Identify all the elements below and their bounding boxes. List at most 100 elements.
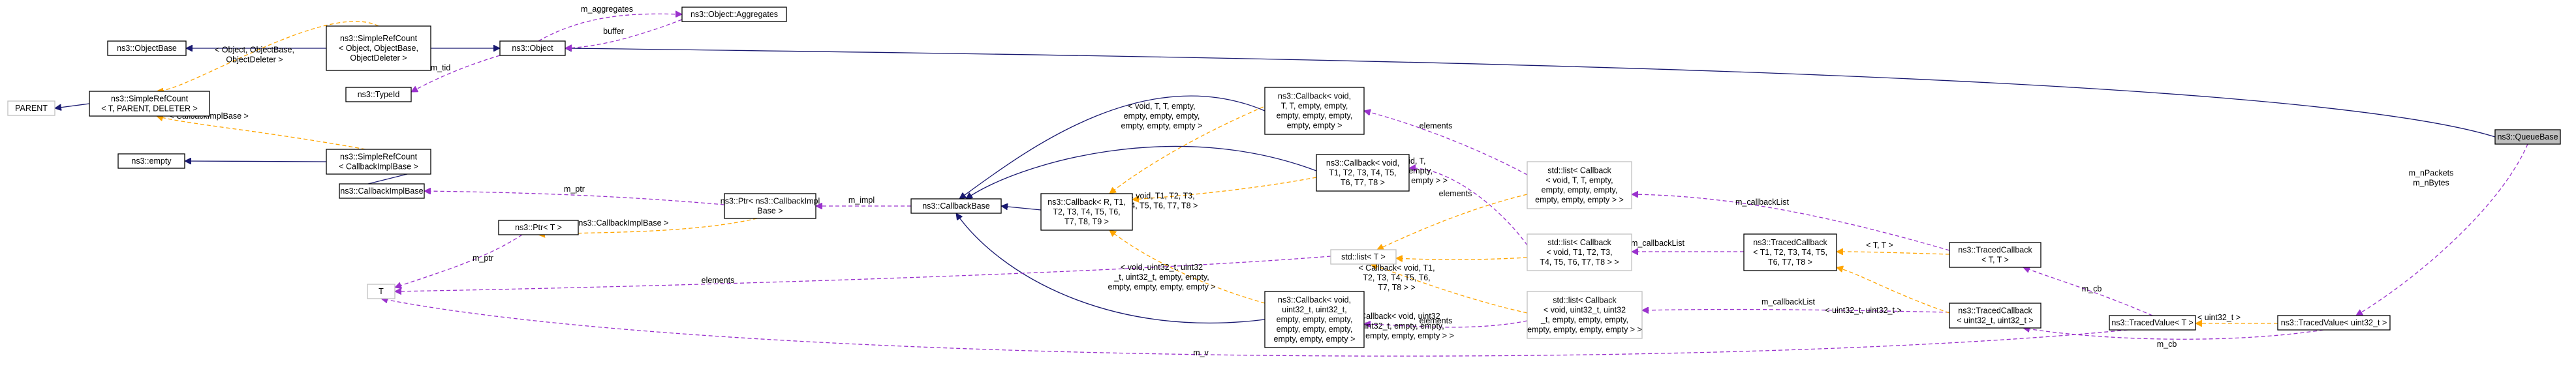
class-node-box <box>499 40 566 56</box>
edge-label-line: < Callback< void, T1, <box>1358 263 1435 273</box>
class-node-list-cb-t1[interactable]: std::list< Callback< void, T1, T2, T3,T4… <box>1527 233 1632 271</box>
template-edge-35 <box>1371 264 1528 314</box>
edge-label-line: buffer <box>603 27 624 36</box>
class-node-label-line: T6, T7, T8 > <box>1341 178 1385 187</box>
class-node-box <box>326 149 431 175</box>
class-node-box <box>1527 233 1632 271</box>
class-node-label-line: ns3::Ptr< ns3::CallbackImpl <box>721 197 820 206</box>
class-node-objectbase[interactable]: ns3::ObjectBase <box>107 40 187 56</box>
edge-label-tcb-t-args: < T, T > <box>1866 241 1893 250</box>
class-node-label: ns3::Object::Aggregates <box>691 10 778 19</box>
class-node-label: ns3::TracedCallback< T1, T2, T3, T4, T5,… <box>1753 238 1827 267</box>
class-node-srcount-t[interactable]: ns3::SimpleRefCount< T, PARENT, DELETER … <box>89 91 210 117</box>
class-node-label: ns3::TracedValue< uint32_t > <box>2281 318 2387 327</box>
class-node-label-line: empty, empty, empty, <box>1277 111 1353 121</box>
class-node-box <box>1527 291 1643 339</box>
class-node-label: std::list< T > <box>1341 252 1386 261</box>
class-node-list-cb-t[interactable]: std::list< Callback< void, T, T, empty,e… <box>1527 161 1632 209</box>
class-node-box <box>1743 233 1837 271</box>
usage-edge-25 <box>381 299 2128 357</box>
class-node-box <box>1264 87 1365 135</box>
edge-label-m-cb-1: m_cb <box>2082 284 2102 293</box>
edge-label-line: m_aggregates <box>581 5 633 14</box>
class-node-tv-u32[interactable]: ns3::TracedValue< uint32_t > <box>2277 315 2391 331</box>
class-node-typeid[interactable]: ns3::TypeId <box>345 87 412 102</box>
class-node-label-line: < uint32_t, uint32_t > <box>1957 316 2033 325</box>
edge-label-line: < Callback< void, uint32 <box>1353 312 1440 321</box>
class-node-label-line: std::list< Callback <box>1547 238 1611 247</box>
class-node-srcount-obj[interactable]: ns3::SimpleRefCount< Object, ObjectBase,… <box>326 25 431 71</box>
edge-label-line: < void, T1, T2, T3, <box>1128 192 1194 201</box>
class-node-cb-generic[interactable]: ns3::Callback< R, T1,T2, T3, T4, T5, T6,… <box>1040 193 1133 231</box>
class-node-srcount-cb[interactable]: ns3::SimpleRefCount< CallbackImplBase > <box>326 149 431 175</box>
usage-edge-24 <box>2023 328 2324 340</box>
class-node-label-line: empty, empty, empty, <box>1277 315 1353 324</box>
edge-label-m-aggregates: m_aggregates <box>581 5 633 14</box>
class-node-label: ns3::Callback< void,T1, T2, T3, T4, T5,T… <box>1326 158 1399 187</box>
class-node-label-line: ns3::TracedCallback <box>1753 238 1827 247</box>
edges <box>55 14 2528 357</box>
class-node-label: ns3::SimpleRefCount< T, PARENT, DELETER … <box>101 95 198 113</box>
edge-label-cb-uint32-args: < void, uint32_t, uint32_t, uint32_t, em… <box>1108 263 1216 291</box>
class-node-cb-void-t1[interactable]: ns3::Callback< void,T1, T2, T3, T4, T5,T… <box>1316 154 1410 192</box>
class-node-label-line: ns3::Callback< void, <box>1278 92 1351 101</box>
edge-label-line: < ns3::CallbackImplBase > <box>572 218 669 228</box>
template-edge-36 <box>1837 252 1950 254</box>
template-edge-28 <box>157 116 366 150</box>
template-edge-32 <box>1110 230 1265 304</box>
class-node-box <box>1040 193 1133 231</box>
class-node-tcb-u32[interactable]: ns3::TracedCallback< uint32_t, uint32_t … <box>1949 303 2041 329</box>
class-node-label-line: ns3::TypeId <box>358 90 400 99</box>
class-node-label: ns3::Object <box>512 44 553 53</box>
class-node-ptr-t[interactable]: ns3::Ptr< T > <box>498 220 579 235</box>
class-node-label-line: T4, T5, T6, T7, T8 > > <box>1540 258 1619 267</box>
edge-label-line: m_nBytes <box>2413 179 2449 188</box>
edge-label-elements-2: elements <box>1439 189 1472 198</box>
class-node-label: ns3::SimpleRefCount< CallbackImplBase > <box>339 153 418 171</box>
usage-edge-12 <box>411 55 501 93</box>
class-node-tcb-t[interactable]: ns3::TracedCallback< T, T > <box>1949 242 2041 268</box>
edge-label-m-cb-2: m_cb <box>2157 340 2177 349</box>
class-node-queuebase[interactable]: ns3::QueueBase <box>2494 129 2561 145</box>
class-node-tv-t[interactable]: ns3::TracedValue< T > <box>2109 315 2196 331</box>
class-node-tcb-t1[interactable]: ns3::TracedCallback< T1, T2, T3, T4, T5,… <box>1743 233 1837 271</box>
class-node-cb-uint32[interactable]: ns3::Callback< void,uint32_t, uint32_t,e… <box>1264 291 1365 348</box>
class-node-list-cb-u32[interactable]: std::list< Callback< void, uint32_t, uin… <box>1527 291 1643 339</box>
class-node-label-line: ns3::empty <box>131 156 172 166</box>
class-node-aggregates[interactable]: ns3::Object::Aggregates <box>681 7 787 22</box>
class-node-parent[interactable]: PARENT <box>7 100 55 116</box>
class-node-box <box>7 100 55 116</box>
class-node-label: ns3::SimpleRefCount< Object, ObjectBase,… <box>339 34 418 63</box>
class-node-label-line: < CallbackImplBase > <box>339 162 418 171</box>
class-node-box <box>1316 154 1410 192</box>
class-node-label: ns3::TracedCallback< T, T > <box>1958 246 2032 265</box>
class-node-label: ns3::Ptr< T > <box>515 223 562 232</box>
class-node-label-line: ns3::TracedValue< T > <box>2111 318 2193 327</box>
class-node-label-line: std::list< Callback <box>1553 296 1617 305</box>
class-node-cbbase[interactable]: ns3::CallbackBase <box>910 198 1002 214</box>
class-node-label-line: < void, T, T, empty, <box>1545 176 1613 185</box>
class-node-box <box>724 193 816 219</box>
class-node-box <box>498 220 579 235</box>
edge-label-tv-u32-args: < uint32_t > <box>2197 313 2241 322</box>
class-node-empty[interactable]: ns3::empty <box>117 153 185 169</box>
edge-label-line: m_nPackets <box>2409 169 2454 178</box>
class-node-list-t[interactable]: std::list< T > <box>1330 249 1397 265</box>
class-node-cbimplbase[interactable]: ns3::CallbackImplBase <box>339 183 425 199</box>
edge-label-line: m_cb <box>2157 340 2177 349</box>
class-node-object[interactable]: ns3::Object <box>499 40 566 56</box>
edge-label-cb-void-t1-args: < void, T1, T2, T3,T4, T5, T6, T7, T8 > <box>1126 192 1198 211</box>
edge-label-m-callbacklist-3: m_callbackList <box>1761 297 1816 306</box>
edge-label-elements-3: elements <box>1420 316 1453 325</box>
class-node-label-line: ns3::Callback< void, <box>1326 158 1399 168</box>
class-node-label-line: T6, T7, T8 > <box>1768 258 1812 267</box>
class-node-label-line: ObjectDeleter > <box>350 53 407 63</box>
class-node-cb-void-t[interactable]: ns3::Callback< void,T, T, empty, empty,e… <box>1264 87 1365 135</box>
class-node-label-line: T1, T2, T3, T4, T5, <box>1329 168 1396 177</box>
class-node-t[interactable]: T <box>367 284 396 299</box>
class-node-label-line: ns3::SimpleRefCount <box>111 95 189 104</box>
class-node-label: ns3::Callback< void,uint32_t, uint32_t,e… <box>1274 295 1356 344</box>
